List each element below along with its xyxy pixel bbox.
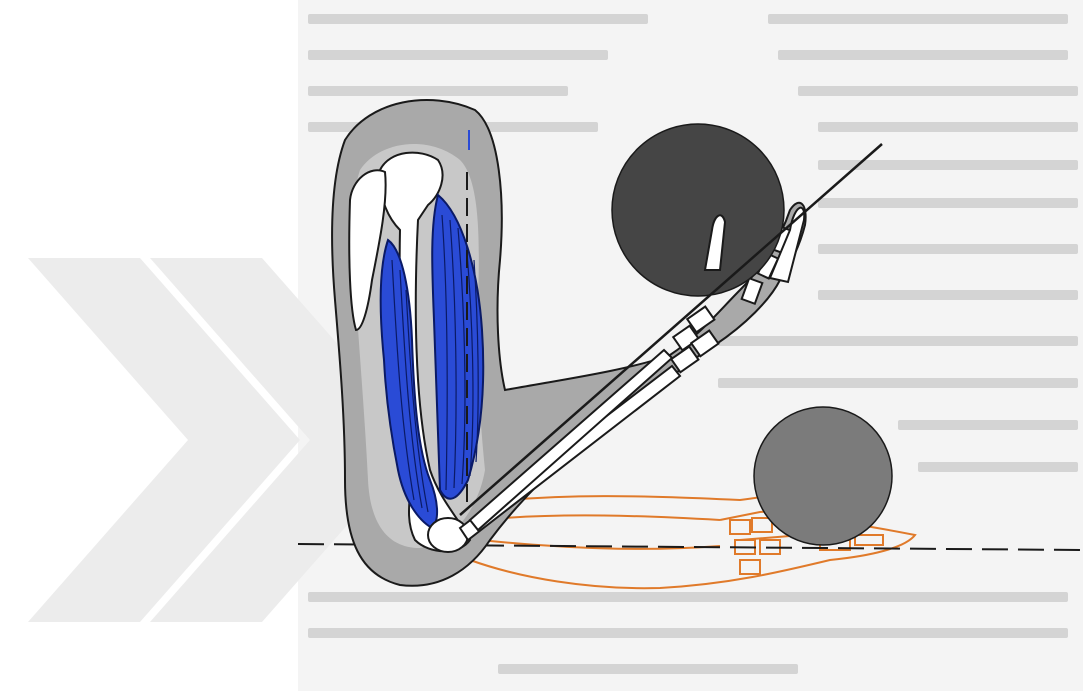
elbow-joint	[428, 518, 468, 552]
weight-ball-raised-icon	[612, 124, 784, 296]
weight-ball-lowered-icon	[754, 407, 892, 545]
